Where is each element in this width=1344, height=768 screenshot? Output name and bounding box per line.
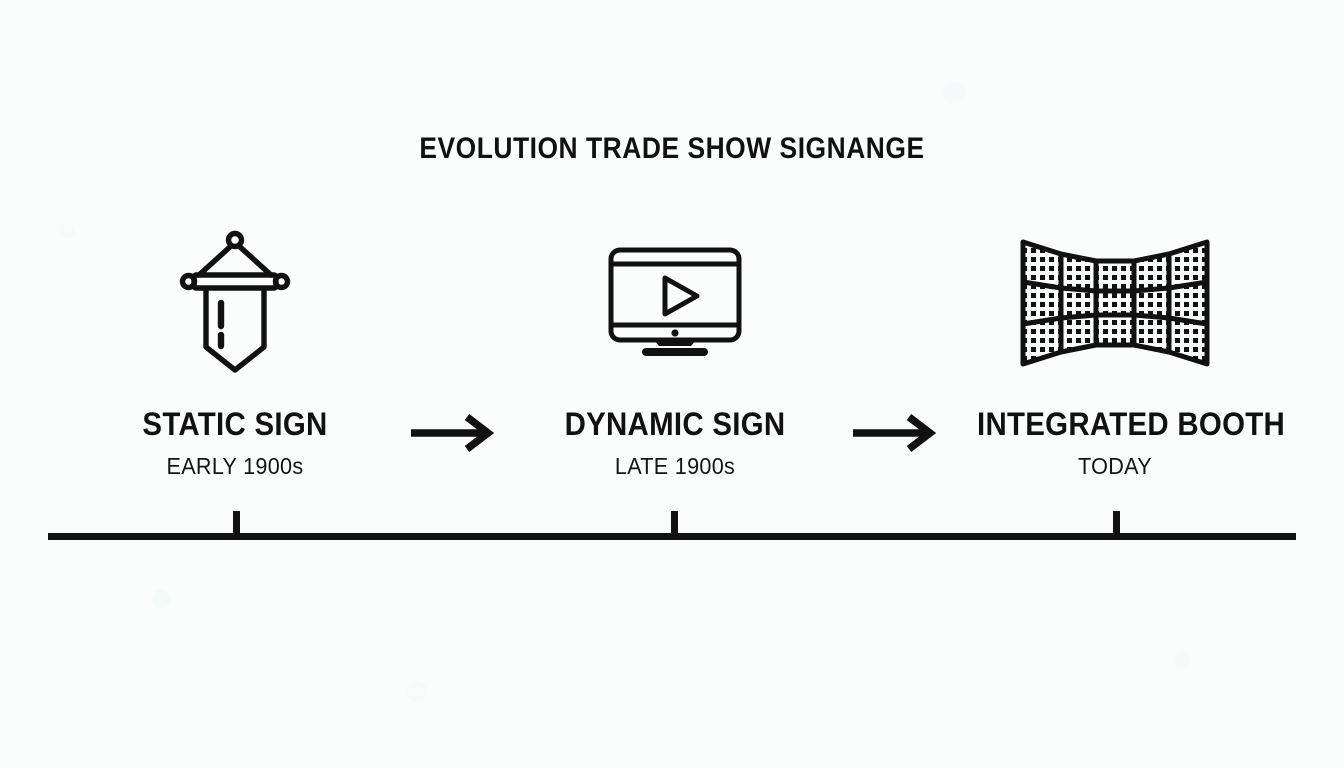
hanging-banner-sign-icon — [179, 230, 291, 373]
curved-video-wall-booth-icon — [1020, 239, 1210, 367]
icon-wrap-static-sign — [85, 228, 385, 378]
page-title: EVOLUTION TRADE SHOW SIGNANGE — [419, 132, 925, 165]
milestone-label: DYNAMIC SIGN — [564, 406, 786, 442]
milestone-label: INTEGRATED BOOTH — [977, 406, 1286, 442]
timeline-axis — [48, 533, 1296, 540]
milestone-dynamic-sign: DYNAMIC SIGN LATE 1900s — [525, 228, 825, 480]
milestone-period: EARLY 1900s — [166, 453, 304, 479]
monitor-play-screen-icon — [608, 247, 742, 356]
icon-wrap-dynamic-sign — [525, 228, 825, 378]
milestone-static-sign: STATIC SIGN EARLY 1900s — [85, 228, 385, 480]
icon-wrap-integrated-booth — [965, 228, 1265, 378]
timeline-tick-static-sign — [233, 511, 240, 535]
milestone-integrated-booth: INTEGRATED BOOTH TODAY — [965, 228, 1286, 480]
milestone-period: LATE 1900s — [614, 453, 736, 479]
milestone-label: STATIC SIGN — [142, 406, 328, 442]
timeline-tick-dynamic-sign — [671, 511, 678, 535]
milestone-period: TODAY — [1078, 453, 1152, 479]
arrow-right-icon — [411, 414, 495, 452]
arrow-right-icon — [853, 414, 937, 452]
timeline-tick-integrated-booth — [1113, 511, 1120, 535]
